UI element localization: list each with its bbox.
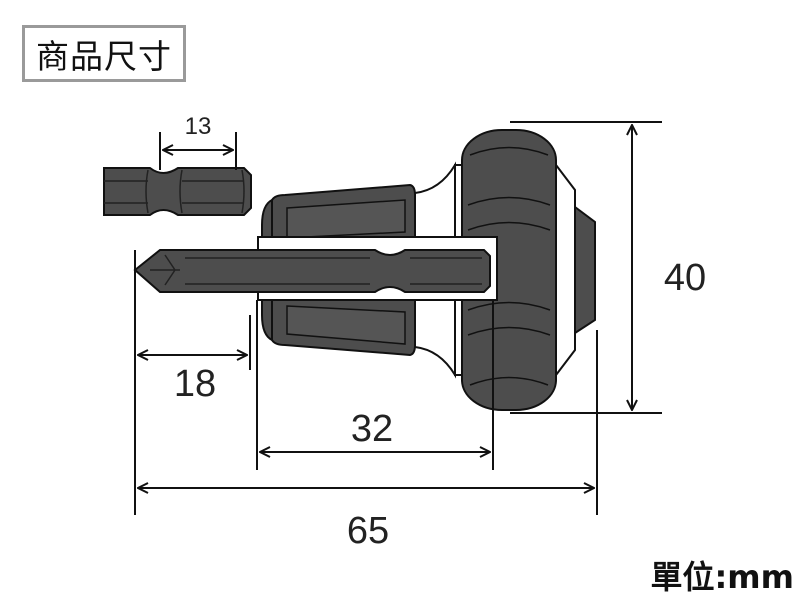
title: 商品尺寸 xyxy=(36,36,172,76)
dim-label-65: 65 xyxy=(347,510,389,552)
dim-label-18: 18 xyxy=(174,363,216,405)
dim-label-40: 40 xyxy=(664,257,706,299)
dim-label-13: 13 xyxy=(185,113,212,140)
dimension-lines xyxy=(134,121,662,515)
unit-label: 單位:mm xyxy=(650,558,795,596)
inserted-bit xyxy=(133,236,498,301)
dim-label-32: 32 xyxy=(351,408,393,450)
title-box: 商品尺寸 xyxy=(22,25,186,82)
spare-bit xyxy=(103,167,252,216)
